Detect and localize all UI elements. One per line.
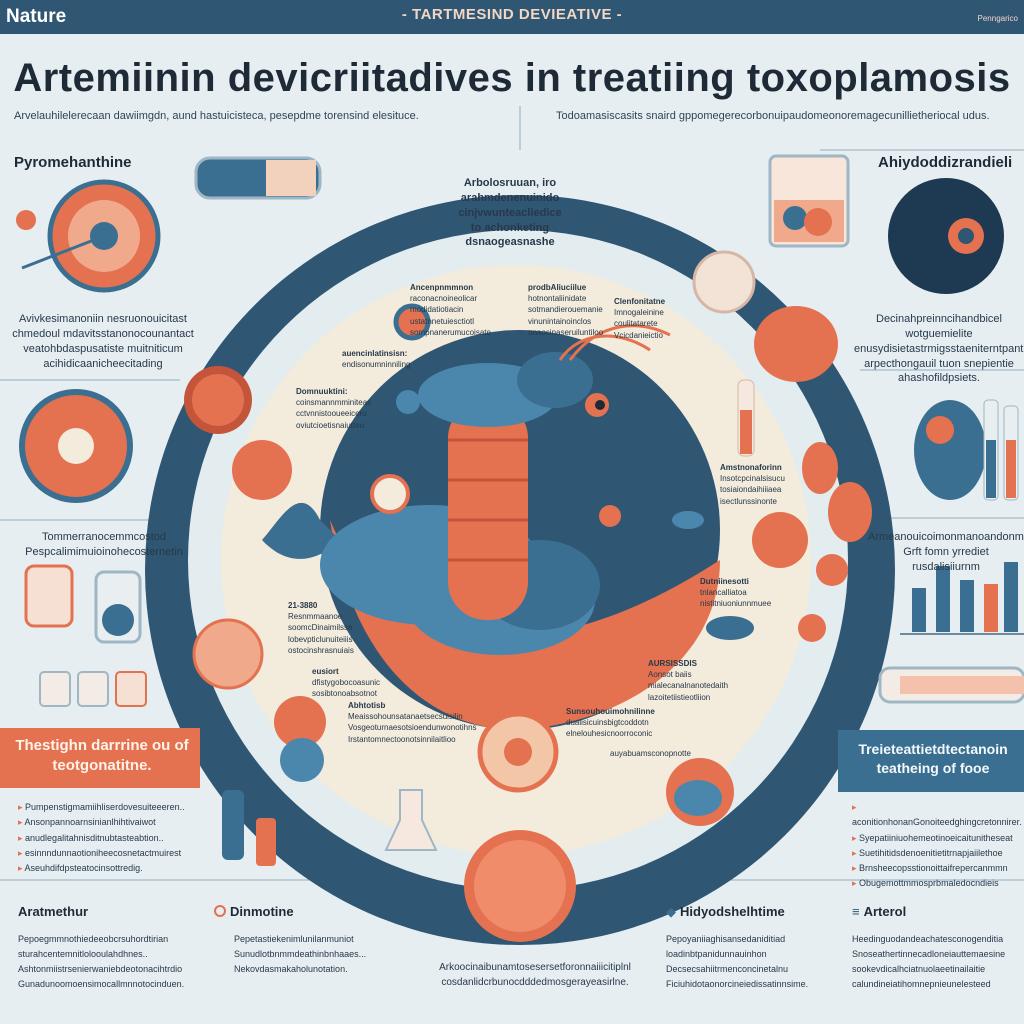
bottom-col4-title: ≡Arterol	[852, 904, 907, 919]
ring-label-2: prodbAliuciilue hotnontaliinidate sotman…	[528, 283, 604, 337]
bottom-col3-title: ◆Hidyodshelhtime	[666, 904, 785, 919]
bottom-col2-title: Dinmotine	[214, 904, 294, 919]
ring-label-6: Amstnonaforinn Insotcpcinalsisucu tosiai…	[720, 463, 785, 506]
list-item: Obugemottmmosprbmaledocndieis	[852, 876, 1024, 891]
subtitle-right: Todoamasiscasits snaird gppomegerecorbon…	[556, 110, 990, 122]
subtitle-left: Arvelauhilelerecaan dawiimgdn, aund hast…	[14, 110, 419, 122]
ring-label-11: Abhtotisb Meaissohounsatanaetsecsuisilin…	[348, 701, 477, 744]
menu-lines-icon: ≡	[852, 904, 860, 919]
brand-logo[interactable]: Nature	[6, 6, 67, 27]
list-item: esinnndunnaotioniheecosnetactmuirest	[18, 846, 198, 861]
left-paragraph-1: Avivkesimanoniin nesruonouicitast chmedo…	[12, 313, 194, 370]
right-callout-band: Treieteattietdtectanoin teatheing of foo…	[838, 730, 1024, 792]
center-intro-text: Arbolosruuan, iro arahmdenenuinido cinjv…	[458, 177, 562, 249]
header-tagline: - TARTMESIND DEVIEATIVE -	[401, 6, 623, 23]
list-item: anudlegalitahnisditnubtasteabtion..	[18, 831, 198, 846]
list-item: Syepatiiniuohemeotinoeicaitunitheseat	[852, 831, 1024, 846]
left-paragraph-2: Tommerranocemmcostod Pespcalimimuioinohe…	[25, 531, 183, 558]
right-paragraph-1: Decinahpreinncihandbicel wotguemielite e…	[854, 313, 1024, 385]
page-title: Artemiinin devicriitadives in treatiing …	[13, 56, 1011, 100]
left-callout-band: Thestighn darrrine ou of teotgonatitne.	[0, 728, 200, 788]
list-item: Aseuhdifdpsteatocinsottredig.	[18, 861, 198, 876]
left-bullet-list: Pumpenstigmamiihliserdovesuiteeeren.. An…	[18, 800, 198, 876]
ring-label-9: eusiort dfistygobocoasunic sosibtonoabso…	[312, 667, 381, 699]
list-item: aconitionhonanGonoiteedghingcretonnirer.	[852, 800, 1024, 831]
left-section-title: Pyromehanthine	[14, 154, 132, 171]
right-callout-text: Treieteattietdtectanoin teatheing of foo…	[858, 741, 1008, 776]
ring-label-10: AURSISSDIS Aonsot baiis mialecanalnanote…	[648, 659, 729, 702]
bottom-col1-text: Pepoegmmnothiedeeobcrsuhordtirian sturah…	[18, 934, 185, 989]
diamond-icon: ◆	[666, 904, 676, 919]
larva-illustration	[262, 324, 671, 655]
ring-label-5: Domnuuktini: coinsmannmminiteas cctvnnis…	[296, 387, 372, 430]
right-paragraph-2: Armeanouicoimonmanoandonmte Grft fomn yr…	[868, 531, 1024, 573]
header-bar: Nature - TARTMESIND DEVIEATIVE - Penngar…	[0, 0, 1024, 34]
center-bottom-caption: Arkoocinaibunamtosesersetforonnaiiicitip…	[439, 962, 631, 988]
ring-label-7: 21-3880 Resnmmaanoe soomcDinaimilsse lob…	[288, 601, 354, 655]
right-bullet-list: aconitionhonanGonoiteedghingcretonnirer.…	[852, 800, 1024, 892]
ring-label-13: auyabuamsconopnotte	[610, 749, 691, 758]
ring-label-4: auencinlatinsisn: endisonumninniling	[342, 349, 411, 370]
list-item: Brnsheecopsstionoittaifrepercanmmn	[852, 861, 1024, 876]
bottom-col1-title: Aratmethur	[18, 904, 89, 919]
ring-label-1: Ancenpnmmnon raconacnoineolicar modidati…	[410, 283, 491, 337]
left-callout-text: Thestighn darrrine ou of teotgonatitne.	[15, 737, 189, 775]
list-item: Ansonpannoarnsinianlhihtivaiwot	[18, 815, 198, 830]
bottom-col3-text: Pepoyaniiaghisansedaniditiad loadinbtpan…	[666, 934, 809, 989]
list-item: Pumpenstigmamiihliserdovesuiteeeren..	[18, 800, 198, 815]
right-section-title: Ahiydoddizrandieli	[878, 154, 1013, 171]
header-corner-text: Penngarico	[977, 14, 1018, 23]
ring-label-12: Sunsouhouimohnilinne duaiisicuinsbigtcod…	[566, 707, 655, 739]
bottom-col2-text: Pepetastiekenimlunilanmuniot Sunudlotbnm…	[234, 934, 367, 974]
pill-icon	[214, 905, 226, 917]
list-item: Suetihitidsdenoenitietitrnapjaiilethoe	[852, 846, 1024, 861]
bottom-col4-text: Heedinguodandeachatesconogenditia Snosea…	[852, 934, 1006, 989]
ring-label-3: Clenfonitatne Imnogaleinine coulitataret…	[614, 297, 666, 340]
ring-label-8: Dutniinesotti tnlancalliatoa nistitniuon…	[700, 577, 772, 609]
